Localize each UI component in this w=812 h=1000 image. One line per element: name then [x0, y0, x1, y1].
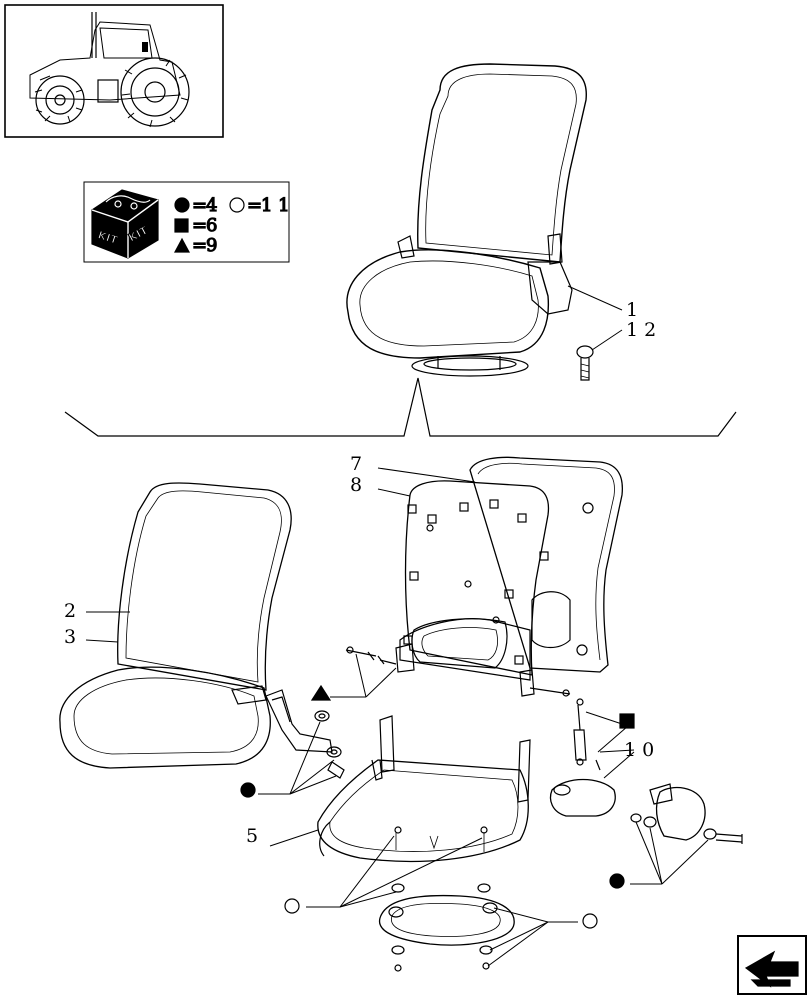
swivel-ring [378, 883, 515, 972]
kit-count-open-circle: 1 1 [261, 195, 290, 216]
filled-square-icon [174, 218, 189, 233]
bolt-12 [576, 345, 594, 381]
filled-circle-icon [174, 197, 190, 213]
cover-10 [549, 778, 616, 817]
kit-legend: KIT KIT = 4 = 1 1 = 6 = 9 [83, 181, 290, 263]
seatbelt-buckle-right [630, 783, 743, 844]
assembled-seat [346, 63, 587, 377]
leader-lines [85, 285, 709, 967]
back-arrow-button[interactable] [737, 935, 807, 995]
callout-8: 8 [350, 474, 362, 496]
callout-2: 2 [64, 600, 76, 622]
triangle-marker-icon [310, 684, 332, 701]
filled-triangle-icon [173, 237, 191, 253]
callout-12: 1 2 [626, 319, 656, 341]
kit-box-icon: KIT KIT [91, 189, 159, 259]
svg-text:=: = [192, 215, 207, 236]
filled-circle-marker-icon [609, 873, 625, 889]
backrest-shell-7 [469, 456, 624, 673]
callout-5: 5 [246, 825, 258, 847]
kit-count-filled-circle: 4 [206, 195, 217, 216]
svg-text:=: = [247, 195, 262, 216]
gas-strut [573, 698, 601, 771]
kit-count-filled-triangle: 9 [206, 235, 217, 256]
square-marker-icon [619, 713, 635, 729]
callout-1: 1 [626, 299, 638, 321]
open-circle-marker-icon [284, 898, 300, 914]
filled-circle-marker-icon [240, 782, 256, 798]
seat-pan-5 [317, 715, 531, 863]
svg-text:=: = [192, 235, 207, 256]
pivot-screws [345, 646, 571, 697]
cushion-2-3 [59, 482, 292, 769]
seatbelt-buckle-left [265, 689, 345, 779]
backrest-pan-8 [395, 480, 550, 697]
tractor-thumbnail [4, 4, 224, 138]
callout-3: 3 [64, 626, 76, 648]
detail-bracket [64, 377, 737, 437]
callout-10: 1 0 [624, 739, 654, 761]
open-circle-marker-icon [582, 913, 598, 929]
kit-count-filled-square: 6 [206, 215, 217, 236]
callout-7: 7 [350, 453, 362, 475]
open-circle-icon [229, 197, 245, 213]
svg-text:=: = [192, 195, 207, 216]
